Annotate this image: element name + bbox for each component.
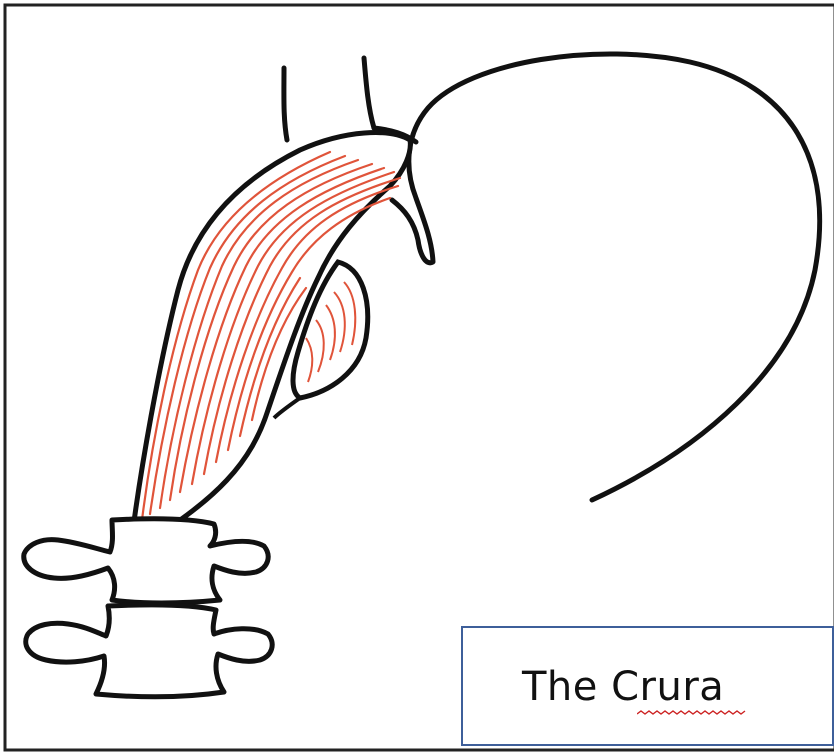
stomach-outline (374, 54, 820, 500)
vertebra (26, 605, 272, 697)
caption-label: The Crura (522, 664, 724, 710)
caption-box: The Crura (461, 626, 834, 746)
spellcheck-underline (637, 710, 747, 718)
esophagus-outline (284, 58, 374, 140)
vertebra (24, 519, 268, 603)
right-crus-muscle (130, 133, 410, 552)
